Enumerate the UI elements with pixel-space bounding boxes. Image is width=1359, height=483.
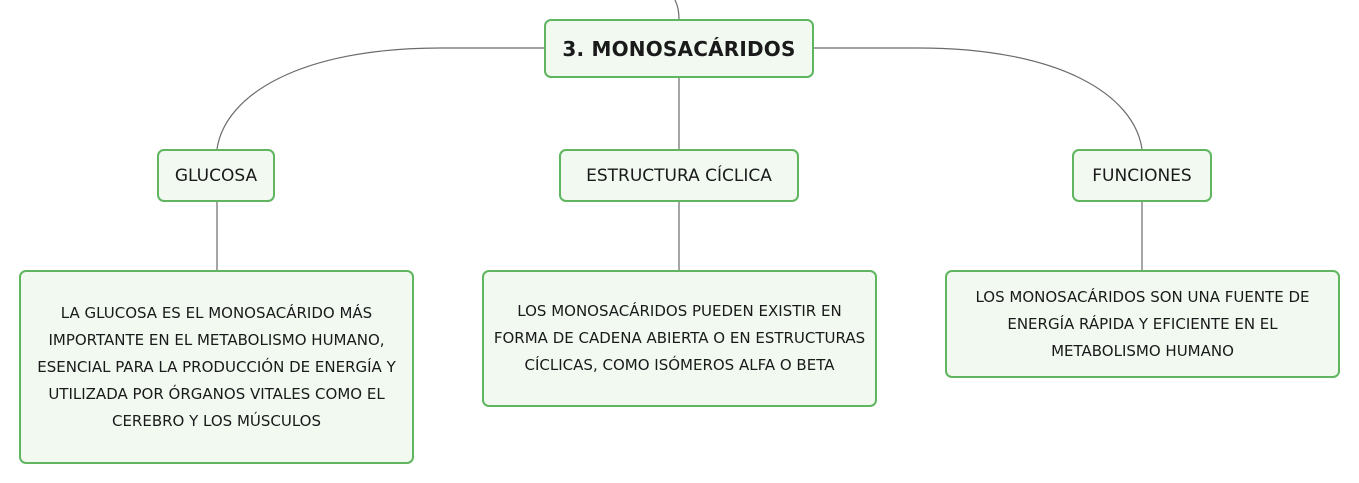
subtopic-glucosa-detail-text: LA GLUCOSA ES EL MONOSACÁRIDO MÁS IMPORT… (37, 303, 396, 430)
topic-funciones[interactable]: FUNCIONES (1072, 149, 1212, 202)
subtopic-estructura-ciclica-detail-text: LOS MONOSACÁRIDOS PUEDEN EXISTIR EN FORM… (493, 302, 866, 374)
topic-estructura-ciclica-label: ESTRUCTURA CÍCLICA (586, 165, 772, 186)
subtopic-estructura-ciclica-detail[interactable]: LOS MONOSACÁRIDOS PUEDEN EXISTIR EN FORM… (482, 270, 877, 407)
connector-root-to-glucosa (216, 47, 544, 150)
connector-from-parent (674, 0, 680, 20)
topic-glucosa[interactable]: GLUCOSA (157, 149, 275, 202)
subtopic-funciones-detail[interactable]: LOS MONOSACÁRIDOS SON UNA FUENTE DE ENER… (945, 270, 1340, 378)
topic-glucosa-label: GLUCOSA (174, 165, 258, 186)
topic-estructura-ciclica[interactable]: ESTRUCTURA CÍCLICA (559, 149, 799, 202)
root-topic-monosacaridos[interactable]: 3. MONOSACÁRIDOS (544, 19, 814, 78)
subtopic-funciones-detail-text: LOS MONOSACÁRIDOS SON UNA FUENTE DE ENER… (975, 287, 1310, 360)
topic-funciones-label: FUNCIONES (1092, 165, 1192, 186)
subtopic-glucosa-detail[interactable]: LA GLUCOSA ES EL MONOSACÁRIDO MÁS IMPORT… (19, 270, 414, 464)
root-topic-label: 3. MONOSACÁRIDOS (562, 36, 796, 61)
connector-root-to-funciones (814, 47, 1143, 150)
